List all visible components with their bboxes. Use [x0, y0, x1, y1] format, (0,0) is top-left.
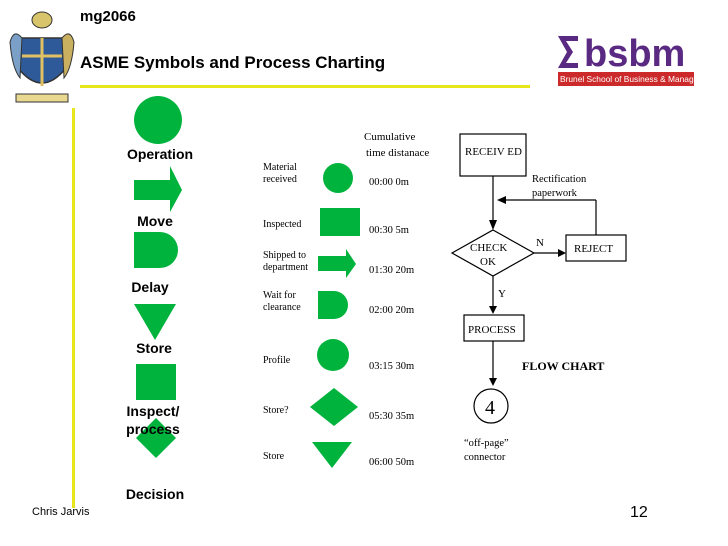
process-text: PROCESS — [468, 324, 516, 336]
process-step-label: received — [263, 174, 297, 185]
legend-label-move: Move — [137, 213, 173, 229]
process-step-label: Material — [263, 162, 297, 173]
svg-text:bsbm: bsbm — [584, 33, 685, 75]
cumulative-time-distance: 06:00 50m — [369, 457, 414, 468]
legend-label-decision: Decision — [125, 486, 185, 502]
reject-box — [565, 234, 627, 262]
process-step-label: Store — [263, 451, 285, 462]
legend-label-delay: Delay — [131, 279, 169, 295]
title-underline — [80, 85, 530, 88]
reject-text: REJECT — [574, 243, 613, 255]
cumulative-time-distance: 01:30 20m — [369, 265, 414, 276]
process-step-label: Inspected — [263, 219, 301, 230]
off-page-connector — [473, 388, 509, 424]
row-symbol-delay-icon — [318, 291, 348, 319]
move-symbol-icon — [134, 166, 182, 212]
bsbm-logo: bsbm Brunel School of Business & Managem… — [558, 33, 696, 86]
received-text: RECEIV ED — [465, 146, 522, 158]
operation-symbol-icon — [134, 96, 182, 144]
rectification-line1: Rectification — [532, 174, 587, 185]
flow-chart-title: FLOW CHART — [522, 359, 604, 373]
check-line2: OK — [480, 256, 496, 268]
process-step-label: department — [263, 262, 308, 273]
connector-caption-line1: “off-page” — [464, 438, 509, 449]
svg-text:Brunel School of Business & Ma: Brunel School of Business & Management — [560, 74, 696, 84]
cumulative-time-distance: 00:30 5m — [369, 225, 409, 236]
check-line1: CHECK — [470, 242, 507, 254]
row-symbol-operation-icon — [323, 163, 353, 193]
inspect-symbol-icon — [136, 364, 176, 400]
received-box — [459, 133, 527, 177]
course-code: mg2066 — [80, 8, 136, 25]
process-step-label: clearance — [263, 302, 301, 313]
row-symbol-inspect-icon — [320, 208, 360, 236]
store-symbol-icon — [134, 304, 176, 340]
process-step-label: Wait for — [263, 290, 296, 301]
cumulative-time-distance: 00:00 0m — [369, 177, 409, 188]
left-accent-rule — [72, 8, 75, 508]
rectification-line2: paperwork — [532, 188, 578, 199]
row-symbol-operation2-icon — [317, 339, 349, 371]
no-branch-label: N — [536, 237, 544, 249]
legend-label-inspect: Inspect/ process — [126, 403, 180, 437]
cumulative-time-distance: 05:30 35m — [369, 411, 414, 422]
cumulative-time-distance: 03:15 30m — [369, 361, 414, 372]
yes-branch-label: Y — [498, 288, 506, 300]
author-name: Chris Jarvis — [32, 506, 90, 518]
connector-number: 4 — [485, 397, 495, 419]
decision-symbol-icon — [136, 418, 176, 458]
process-box — [463, 314, 525, 342]
delay-symbol-icon — [134, 232, 178, 268]
process-step-label: Profile — [263, 355, 291, 366]
process-chart-header-line1: Cumulative — [364, 131, 415, 143]
slide-title: ASME Symbols and Process Charting — [80, 53, 386, 72]
row-symbol-decision-icon — [310, 388, 358, 426]
process-chart-header-line2: time distanace — [366, 147, 429, 159]
connector-caption-line2: connector — [464, 452, 506, 463]
cumulative-time-distance: 02:00 20m — [369, 305, 414, 316]
page-number: 12 — [630, 504, 648, 521]
legend-label-operation: Operation — [126, 146, 194, 162]
asme-symbol-legend — [134, 96, 182, 458]
process-step-label: Store? — [263, 405, 289, 416]
legend-label-store: Store — [136, 340, 172, 356]
row-symbol-move-icon — [318, 249, 356, 278]
university-crest-icon — [8, 8, 76, 108]
row-symbol-store-icon — [312, 442, 352, 468]
process-step-label: Shipped to — [263, 250, 306, 261]
